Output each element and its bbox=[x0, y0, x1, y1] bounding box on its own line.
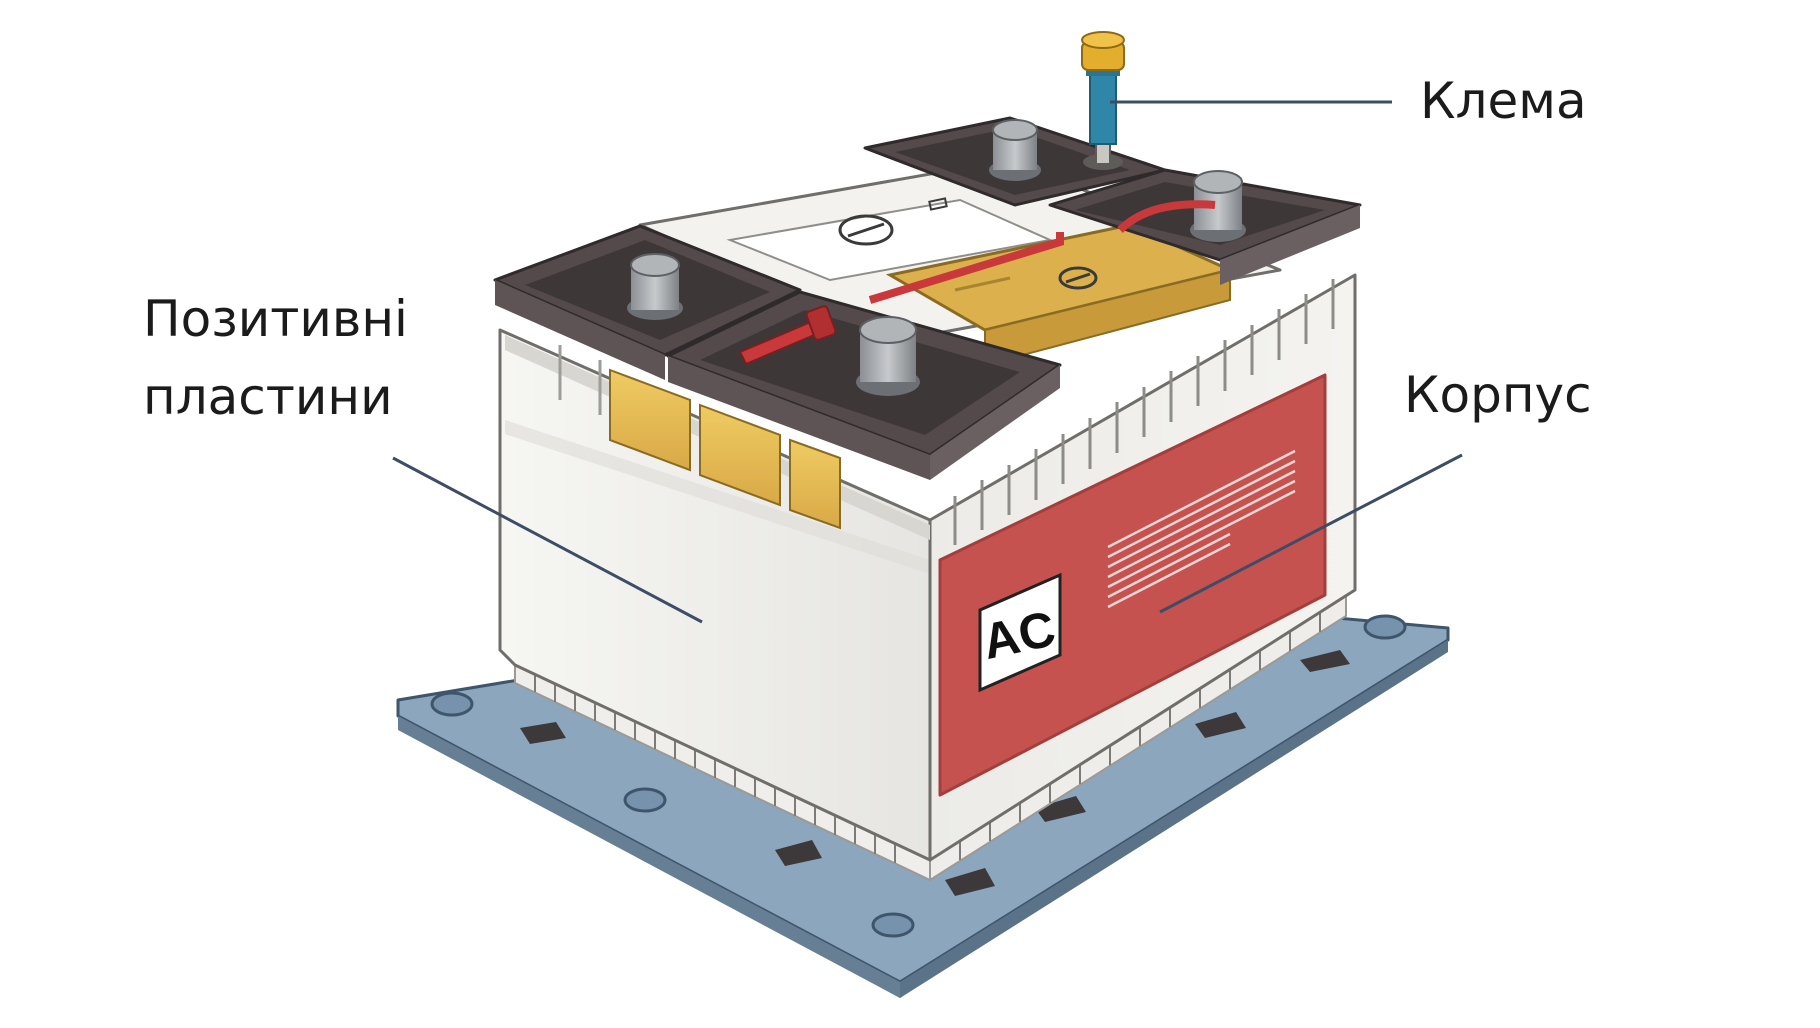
label-positive-plates-line2: пластини bbox=[143, 368, 393, 426]
label-case: Корпус bbox=[1404, 366, 1592, 424]
bolt-icon bbox=[871, 912, 915, 938]
base-feet bbox=[520, 650, 1350, 896]
callout-lines bbox=[392, 100, 1463, 624]
battery-case-front bbox=[498, 328, 932, 862]
bolt-icon bbox=[1363, 614, 1407, 640]
red-cable-connector bbox=[738, 200, 1216, 366]
label-positive-plates: Позитивні пластини bbox=[143, 280, 408, 436]
terminal-posts bbox=[627, 119, 1246, 396]
cell-plates-left bbox=[505, 335, 930, 540]
terminal-post-icon bbox=[1190, 170, 1246, 242]
label-terminal: Клема bbox=[1420, 72, 1587, 130]
terminal-post-icon bbox=[856, 316, 920, 396]
vent-cap-icon bbox=[838, 214, 894, 246]
terminal-post-icon bbox=[989, 119, 1041, 181]
cell-cap-icon bbox=[1058, 266, 1098, 290]
callout-line-case bbox=[1159, 453, 1463, 614]
bolt-icon bbox=[430, 691, 474, 717]
callout-line-plates bbox=[392, 456, 703, 624]
terminal-post-icon bbox=[627, 253, 683, 320]
label-positive-plates-line1: Позитивні bbox=[143, 290, 408, 348]
highlighted-terminal bbox=[1081, 31, 1125, 170]
case-red-label bbox=[938, 373, 1327, 797]
bolt-icon bbox=[623, 787, 667, 813]
ac-badge: AC bbox=[978, 572, 1062, 693]
